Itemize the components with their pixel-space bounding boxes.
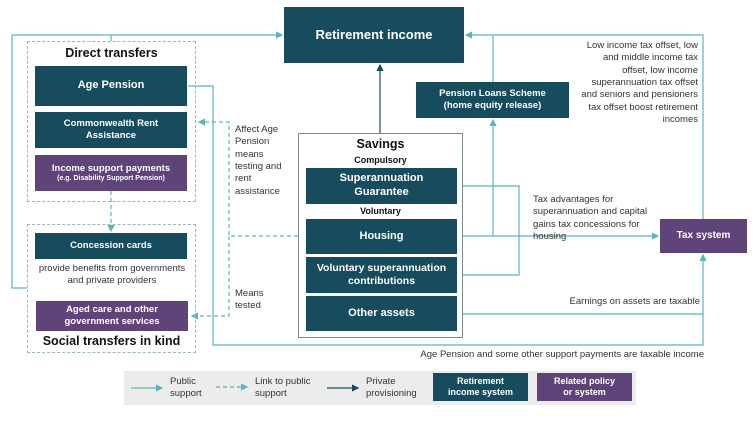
savings-title: Savings — [356, 137, 405, 151]
super-guarantee-box: Superannuation Guarantee — [306, 168, 457, 204]
legend-private-label: Private provisioning — [366, 376, 417, 400]
pension-loans-box: Pension Loans Scheme (home equity releas… — [416, 82, 569, 118]
tax-offsets-note: Low income tax offset, low and middle in… — [581, 40, 698, 126]
dashed-housing-to-cra — [197, 118, 298, 237]
income-support-box: Income support payments (e.g. Disability… — [35, 155, 187, 191]
compulsory-label: Compulsory — [354, 155, 407, 165]
direct-transfers-group — [27, 41, 196, 202]
direct-transfers-title: Direct transfers — [65, 46, 158, 60]
affect-age-pension-note: Affect Age Pension means testing and ren… — [235, 124, 282, 197]
voluntary-label: Voluntary — [360, 206, 401, 216]
income-support-label: Income support payments — [51, 162, 171, 174]
tax-advantages-note: Tax advantages for superannuation and ca… — [533, 194, 648, 243]
line-super-to-tax — [457, 185, 520, 276]
rent-assistance-box: Commonwealth Rent Assistance — [35, 112, 187, 148]
means-tested-note: Means tested — [235, 288, 264, 312]
earnings-taxable-note: Earnings on assets are taxable — [569, 296, 700, 307]
legend-public-label: Public support — [170, 376, 202, 400]
concession-cards-box: Concession cards — [35, 233, 187, 259]
tax-system-box: Tax system — [660, 219, 747, 253]
dashed-means-tested — [190, 236, 230, 320]
social-transfers-group — [27, 224, 196, 353]
concession-text: provide benefits from governments and pr… — [38, 263, 186, 287]
retirement-income-box: Retirement income — [284, 7, 464, 63]
other-assets-box: Other assets — [306, 296, 457, 331]
line-age-pension-taxable — [188, 85, 707, 346]
social-transfers-title: Social transfers in kind — [42, 334, 181, 348]
legend-related-swatch: Related policy or system — [537, 373, 632, 401]
legend-link-label: Link to public support — [255, 376, 311, 400]
age-pension-taxable-note: Age Pension and some other support payme… — [420, 349, 704, 360]
voluntary-super-box: Voluntary superannuation contributions — [306, 257, 457, 293]
line-offsets-to-income — [464, 31, 704, 219]
legend-ris-swatch: Retirement income system — [433, 373, 528, 401]
housing-box: Housing — [306, 219, 457, 254]
line-transfers-to-income — [11, 31, 284, 289]
age-pension-box: Age Pension — [35, 66, 187, 106]
income-support-sub: (e.g. Disability Support Pension) — [57, 174, 165, 182]
aged-care-box: Aged care and other government services — [36, 301, 188, 331]
